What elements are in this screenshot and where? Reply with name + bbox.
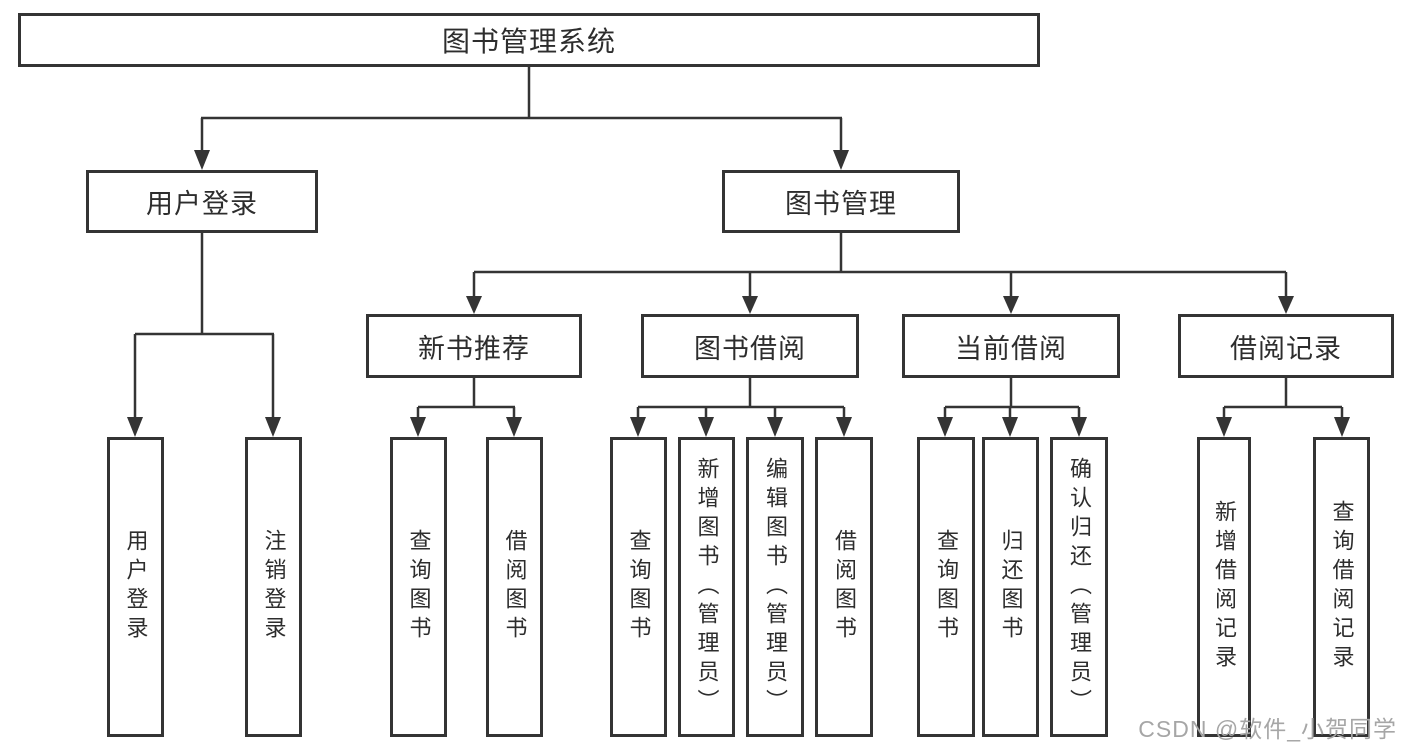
- node-label: 用户登录: [123, 529, 149, 645]
- leaf-borrow-books-rec: 借阅图书: [486, 437, 543, 737]
- arrowhead: [767, 417, 783, 437]
- connector-borrow-records-children: [1216, 378, 1350, 437]
- node-label: 借阅记录: [1230, 333, 1342, 364]
- connector-new-book-rec-children: [410, 378, 522, 437]
- arrowhead: [1334, 417, 1350, 437]
- arrowhead: [466, 296, 482, 314]
- arrowhead: [410, 417, 426, 437]
- node-label: 查询借阅记录: [1329, 500, 1355, 674]
- arrowhead: [937, 417, 953, 437]
- leaf-confirm-return-admin: 确认归还（管理员）: [1050, 437, 1108, 737]
- arrowhead: [833, 150, 849, 170]
- node-book-borrow: 图书借阅: [641, 314, 859, 378]
- leaf-logout: 注销登录: [245, 437, 302, 737]
- connector-current-borrow-children: [937, 378, 1087, 437]
- connector-book-borrow-children: [630, 378, 852, 437]
- node-label: 编辑图书（管理员）: [763, 456, 788, 718]
- leaf-query-borrow-record: 查询借阅记录: [1313, 437, 1370, 737]
- arrowhead: [1002, 417, 1018, 437]
- leaf-query-books-borrow: 查询图书: [610, 437, 667, 737]
- arrowhead: [1003, 296, 1019, 314]
- leaf-user-login: 用户登录: [107, 437, 164, 737]
- node-label: 查询图书: [626, 529, 652, 645]
- leaf-edit-book-admin: 编辑图书（管理员）: [746, 437, 804, 737]
- node-label: 查询图书: [406, 529, 432, 645]
- arrowhead: [265, 417, 281, 437]
- arrowhead: [698, 417, 714, 437]
- node-book-mgmt: 图书管理: [722, 170, 960, 233]
- node-label: 借阅图书: [502, 529, 528, 645]
- arrowhead: [1071, 417, 1087, 437]
- node-label: 图书借阅: [694, 333, 806, 364]
- node-label: 用户登录: [146, 189, 258, 219]
- connector-root-to-level2: [194, 67, 849, 170]
- arrowhead: [1278, 296, 1294, 314]
- leaf-borrow-books: 借阅图书: [815, 437, 873, 737]
- node-label: 新增图书（管理员）: [694, 456, 720, 718]
- leaf-query-books-rec: 查询图书: [390, 437, 447, 737]
- arrowhead: [506, 417, 522, 437]
- leaf-query-books-current: 查询图书: [917, 437, 975, 737]
- node-label: 归还图书: [998, 529, 1024, 645]
- arrowhead: [742, 296, 758, 314]
- node-current-borrow: 当前借阅: [902, 314, 1120, 378]
- node-label: 图书管理系统: [441, 26, 616, 57]
- node-user-login: 用户登录: [86, 170, 318, 233]
- csdn-watermark: CSDN @软件_小贺同学: [1138, 716, 1397, 742]
- node-label: 图书管理: [785, 189, 897, 219]
- node-new-book-rec: 新书推荐: [366, 314, 582, 378]
- connector-user-login-children: [127, 233, 281, 437]
- node-label: 确认归还（管理员）: [1067, 456, 1092, 718]
- arrowhead: [1216, 417, 1232, 437]
- node-label: 新增借阅记录: [1212, 500, 1237, 674]
- node-label: 注销登录: [261, 529, 287, 645]
- node-label: 借阅图书: [832, 529, 857, 645]
- connector-book-mgmt-children: [466, 233, 1294, 314]
- arrowhead: [127, 417, 143, 437]
- arrowhead: [630, 417, 646, 437]
- node-label: 当前借阅: [955, 333, 1067, 364]
- leaf-return-book: 归还图书: [982, 437, 1039, 737]
- leaf-add-borrow-record: 新增借阅记录: [1197, 437, 1251, 737]
- arrowhead: [836, 417, 852, 437]
- node-borrow-records: 借阅记录: [1178, 314, 1394, 378]
- node-label: 新书推荐: [418, 333, 530, 364]
- arrowhead: [194, 150, 210, 170]
- leaf-add-book-admin: 新增图书（管理员）: [678, 437, 735, 737]
- node-root-system: 图书管理系统: [18, 13, 1040, 67]
- node-label: 查询图书: [934, 529, 959, 645]
